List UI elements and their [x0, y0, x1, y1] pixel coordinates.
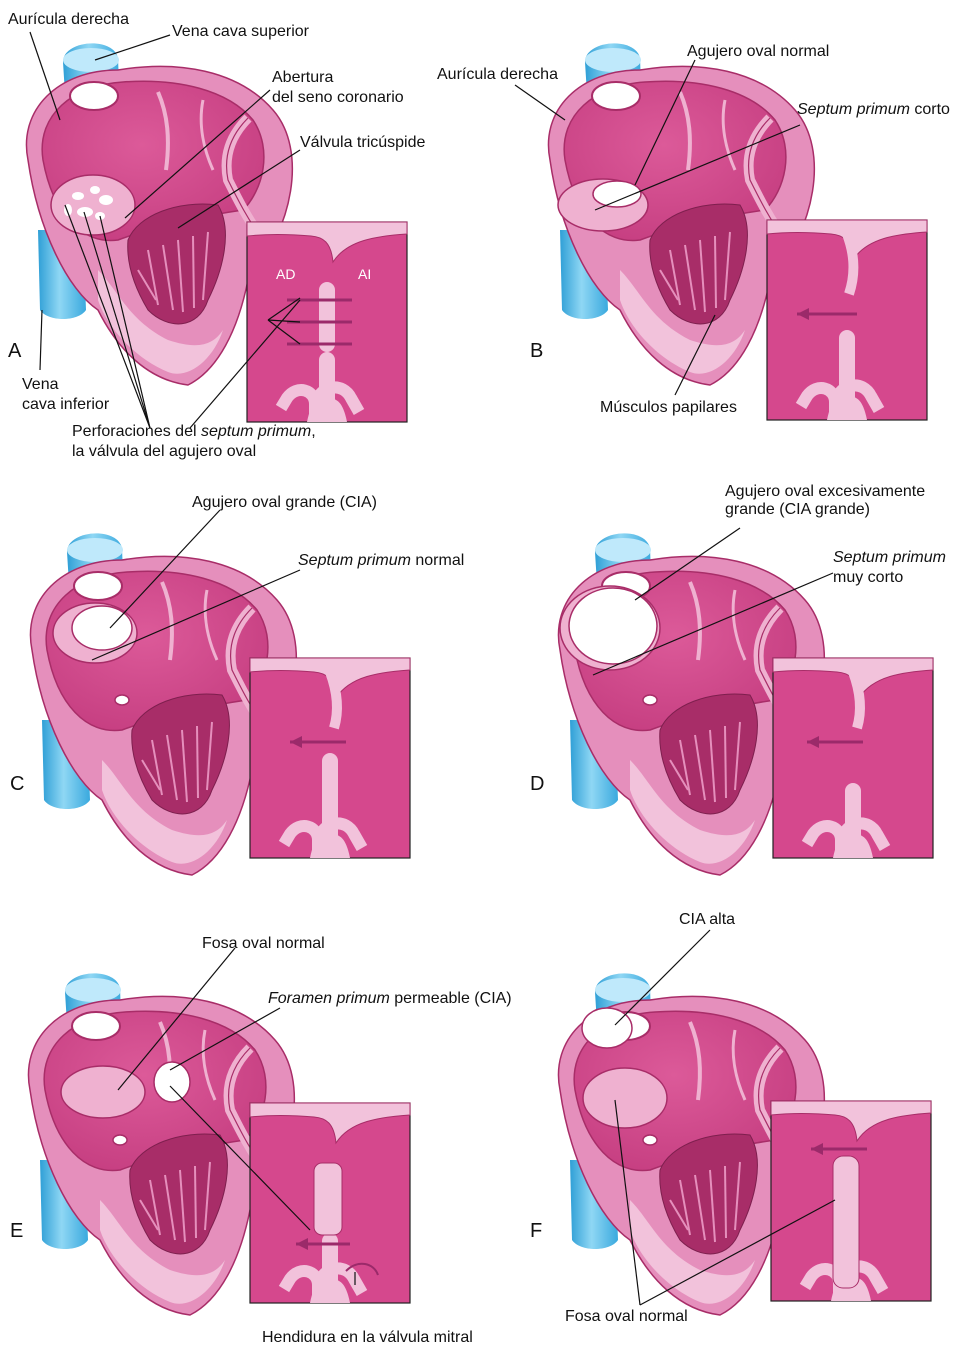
label-right-atrium: Aurícula derecha: [8, 11, 129, 28]
label-mitral-cleft: Hendidura en la válvula mitral: [262, 1329, 473, 1346]
panel-letter-f: F: [530, 1220, 543, 1242]
label-coronary-sinus-line2: del seno coronario: [272, 89, 404, 106]
inset-label-la: AI: [358, 266, 372, 282]
panel-c-drawing: [0, 509, 485, 900]
label-right-atrium-b: Aurícula derecha: [437, 66, 558, 83]
label-ivc-line2: cava inferior: [22, 396, 110, 413]
inset-label-ra: AD: [276, 266, 296, 282]
panel-e: Fosa oval normal Foramen primum permeabl…: [0, 900, 512, 1350]
panel-d-drawing: [485, 527, 970, 900]
label-superior-vena-cava: Vena cava superior: [172, 23, 309, 40]
label-perforations-line2: la válvula del agujero oval: [72, 443, 257, 460]
panel-letter-d: D: [530, 773, 545, 795]
label-septum-primum-very-short-line1: Septum primum: [833, 549, 946, 566]
label-septum-primum-normal: Septum primum normal: [298, 552, 465, 569]
panel-f-drawing: [485, 929, 970, 1350]
panel-letter-c: C: [10, 773, 25, 795]
panel-a: Aurícula derecha Vena cava superior Aber…: [0, 0, 485, 460]
panel-letter-b: B: [530, 340, 544, 362]
label-foramen-large-line1: Agujero oval excesivamente: [725, 483, 926, 500]
label-tricuspid-valve: Válvula tricúspide: [300, 134, 426, 151]
panel-d: Agujero oval excesivamente grande (CIA g…: [485, 450, 970, 900]
label-high-asd: CIA alta: [679, 911, 736, 928]
panel-letter-a: A: [8, 340, 22, 362]
label-fossa-ovale-normal-f: Fosa oval normal: [565, 1308, 688, 1325]
panel-a-drawing: [0, 31, 485, 429]
panel-c: Agujero oval grande (CIA) Septum primum …: [0, 450, 485, 900]
panel-b: Aurícula derecha Agujero oval normal Sep…: [437, 0, 970, 450]
label-foramen-primum: Foramen primum permeable (CIA): [268, 990, 512, 1007]
label-ivc-line1: Vena: [22, 376, 59, 393]
label-papillary-muscles: Músculos papilares: [600, 399, 737, 416]
panel-letter-e: E: [10, 1220, 24, 1242]
label-perforations-line1: Perforaciones del septum primum,: [72, 423, 316, 440]
panel-f: CIA alta Fosa oval normal F: [485, 900, 970, 1350]
panel-e-drawing: [0, 947, 485, 1350]
label-foramen-ovale-large: Agujero oval grande (CIA): [192, 494, 377, 511]
label-coronary-sinus-line1: Abertura: [272, 69, 334, 86]
label-septum-primum-short: Septum primum corto: [797, 101, 950, 118]
label-septum-primum-very-short-line2: muy corto: [833, 569, 904, 586]
label-foramen-ovale-normal: Agujero oval normal: [687, 43, 830, 60]
label-fossa-ovale-normal-e: Fosa oval normal: [202, 935, 325, 952]
panel-b-drawing: [514, 0, 970, 450]
label-foramen-large-line2: grande (CIA grande): [725, 501, 870, 518]
